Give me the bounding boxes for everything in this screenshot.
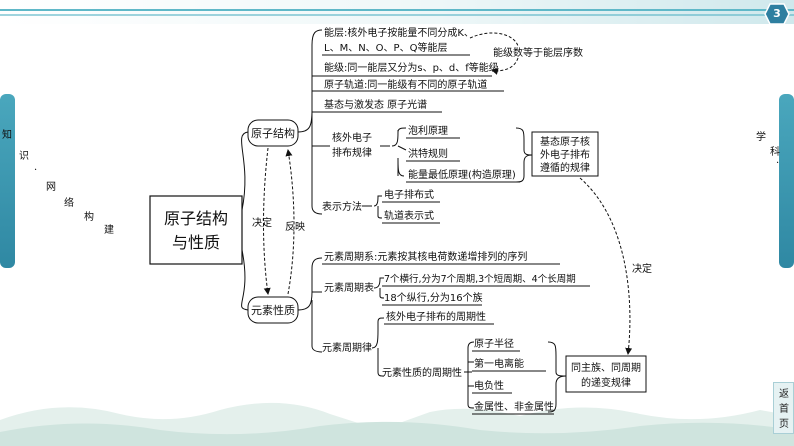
sublevel-text: 能级:同一能层又分为s、p、d、f等能级 <box>324 61 499 74</box>
back-to-home-button[interactable]: 返 首 页 <box>773 382 794 434</box>
back-button-char: 页 <box>779 419 789 430</box>
periodic-table-item: 18个纵行,分为16个族 <box>384 291 483 304</box>
tab-title-char: 建 <box>104 225 114 236</box>
atom-structure-node <box>247 119 299 147</box>
representation-item: 轨道表示式 <box>384 209 434 222</box>
rules-summary-text: 基态原子核 <box>540 135 590 148</box>
bracket <box>397 127 407 176</box>
center-node-line: 原子结构 <box>164 209 228 228</box>
page-number-badge: 3 <box>764 3 790 25</box>
representation-label: 表示方法 <box>322 200 362 213</box>
rule-item: 能量最低原理(构造原理) <box>408 168 516 181</box>
representation-item: 电子排布式 <box>384 188 434 201</box>
rules-summary-text: 外电子排布 <box>540 148 590 161</box>
bracket <box>380 130 405 177</box>
reflect-arrow <box>285 149 295 295</box>
tab-title-char: 网 <box>46 182 56 193</box>
periodicity-electron: 核外电子排布的周期性 <box>386 310 486 323</box>
bracket <box>373 277 385 299</box>
bracket <box>515 127 533 183</box>
tab-title-char: 识 <box>19 151 29 162</box>
ground-state-text: 基态与激发态 原子光谱 <box>324 98 427 111</box>
layer-note: 能级数等于能层序数 <box>493 46 583 59</box>
side-tab-knowledge-network[interactable] <box>0 94 15 268</box>
property-item: 原子半径 <box>474 337 514 350</box>
periodic-table-label: 元素周期表 <box>324 281 374 294</box>
tab-title-char: · <box>776 158 780 169</box>
decide-dashed-arrow <box>579 177 633 355</box>
reflect-label: 反映 <box>285 221 305 233</box>
arrangement-label: 排布规律 <box>332 146 372 159</box>
connector <box>241 131 249 211</box>
property-item: 电负性 <box>474 379 504 392</box>
center-node-line: 与性质 <box>172 233 220 252</box>
periodic-law-label: 元素周期律 <box>322 341 372 354</box>
header-stripe <box>0 14 794 16</box>
bracket <box>297 257 323 311</box>
rule-item: 泡利原理 <box>408 124 448 137</box>
tab-title-char: 知 <box>2 130 12 141</box>
bracket <box>464 341 475 409</box>
property-periodicity-label: 元素性质的周期性 <box>382 366 462 379</box>
rules-summary-box <box>531 131 599 177</box>
atom-structure-title: 原子结构 <box>251 126 295 140</box>
rule-item: 洪特规则 <box>408 147 448 160</box>
tab-title-char: 络 <box>64 198 74 209</box>
tab-title-char: · <box>34 165 38 176</box>
hexagon-icon <box>764 3 790 25</box>
property-item: 金属性、非金属性 <box>474 400 554 413</box>
bracket <box>371 317 385 377</box>
periodic-system-text: 元素周期系:元素按其核电荷数递增排列的序列 <box>324 250 527 263</box>
tab-title-char: 学 <box>756 132 766 143</box>
tab-title-char: 科 <box>770 147 780 158</box>
trend-summary-box <box>565 355 647 393</box>
energy-layer-text: 能层:核外电子按能量不同分成K、 <box>324 26 474 39</box>
rules-summary-text: 遵循的规律 <box>540 161 590 174</box>
back-button-char: 返 <box>779 389 789 400</box>
energy-layer-text: L、M、N、O、P、Q等能层 <box>324 41 447 54</box>
decide-label: 决定 <box>252 216 272 229</box>
bracket <box>311 300 323 353</box>
dashed-link <box>469 32 519 47</box>
trend-summary-text: 的递变规律 <box>581 376 631 389</box>
landscape-decoration <box>0 402 794 446</box>
decide-arrow <box>263 147 271 295</box>
trend-summary-text: 同主族、同周期 <box>571 361 641 374</box>
property-item: 第一电离能 <box>474 357 524 370</box>
arrangement-label: 核外电子 <box>332 131 372 144</box>
top-header-bar <box>0 0 794 24</box>
tab-title-char: 构 <box>84 212 94 223</box>
page-number: 3 <box>773 7 781 20</box>
periodic-table-item: 7个横行,分为7个周期,3个短周期、4个长周期 <box>384 273 576 285</box>
element-properties-title: 元素性质 <box>251 303 295 317</box>
side-tab-subject[interactable] <box>779 94 794 268</box>
orbital-text: 原子轨道:同一能级有不同的原子轨道 <box>324 78 487 91</box>
bracket <box>297 29 323 133</box>
bracket <box>362 195 383 219</box>
center-node-box <box>149 195 243 265</box>
back-button-char: 首 <box>779 404 789 415</box>
connector <box>241 249 249 311</box>
decide-label-right: 决定 <box>632 262 652 275</box>
header-stripe <box>0 9 794 11</box>
bracket <box>311 110 323 215</box>
dashed-link <box>491 57 519 75</box>
